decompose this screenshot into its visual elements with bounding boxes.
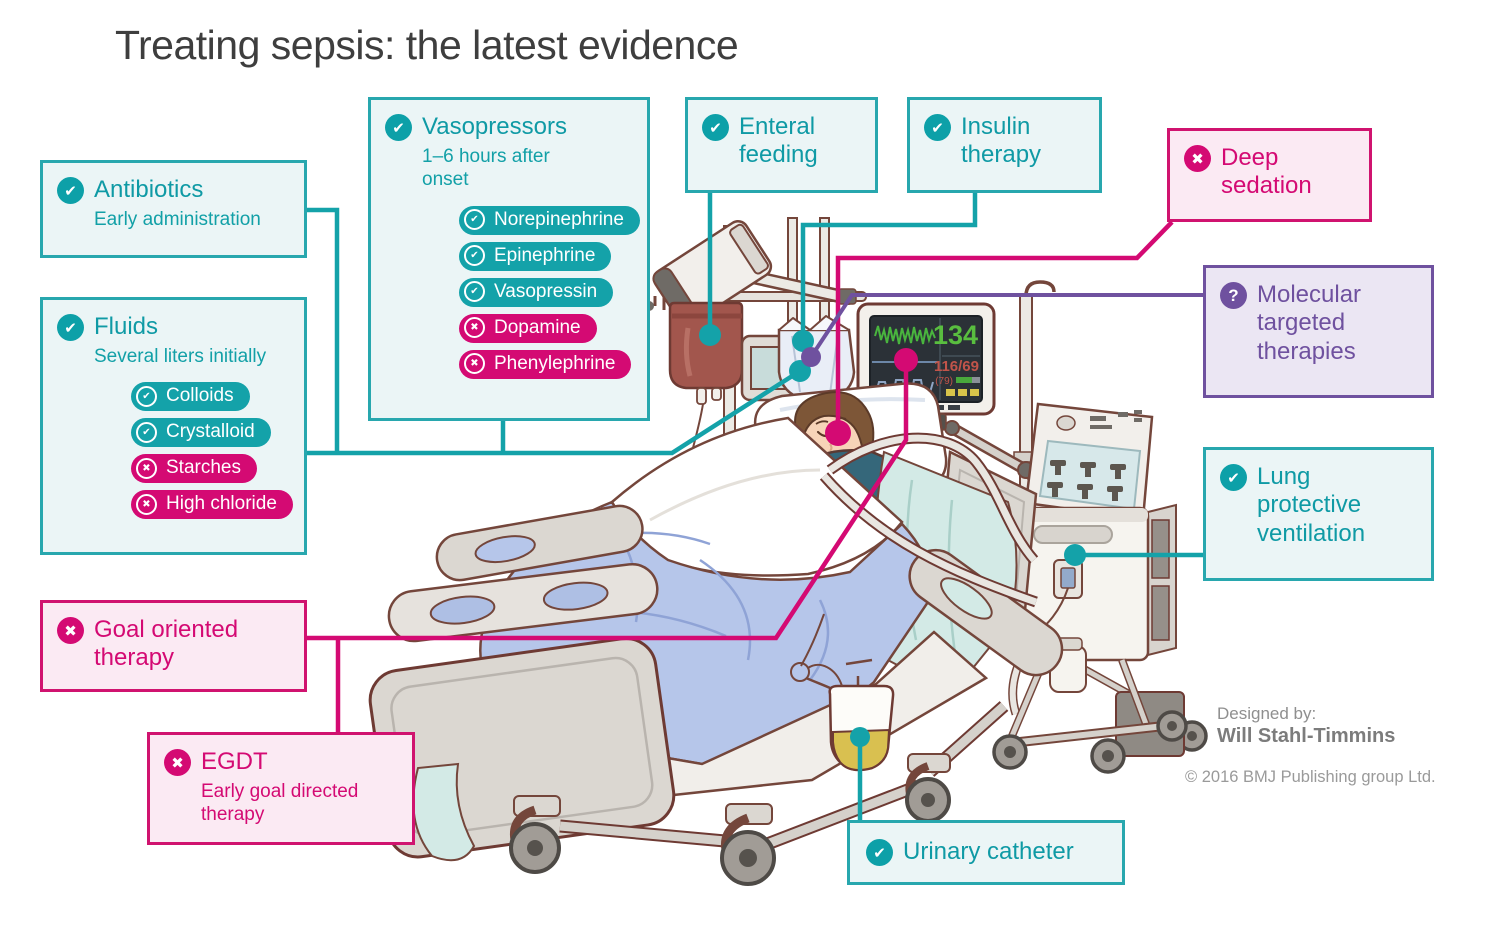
callout-deep-sedation: ✖ Deep sedation bbox=[1167, 128, 1372, 222]
connector-insulin bbox=[800, 193, 978, 341]
pill-vasopressin: ✔ Vasopressin bbox=[459, 277, 614, 307]
check-icon: ✔ bbox=[464, 209, 485, 231]
callout-label: Molecular targeted therapies bbox=[1257, 281, 1362, 365]
pill-label: Epinephrine bbox=[494, 244, 596, 266]
x-icon: ✖ bbox=[164, 749, 191, 776]
connector-fluids bbox=[307, 369, 802, 456]
dot-molecular bbox=[801, 347, 821, 367]
dot-urinary bbox=[850, 727, 870, 747]
pill-phenylephrine: ✖ Phenylephrine bbox=[459, 349, 632, 379]
connector-molecular bbox=[809, 293, 1203, 359]
fluids-pill-list: ✔ Colloids ✔ Crystalloid ✖ Starches ✖ Hi… bbox=[131, 382, 293, 520]
x-icon: ✖ bbox=[464, 317, 485, 339]
connector-antibiotics bbox=[307, 207, 340, 452]
callout-label: EGDT bbox=[201, 748, 268, 775]
check-icon: ✔ bbox=[136, 385, 157, 407]
map-value: (79) bbox=[935, 376, 953, 387]
pill-label: High chloride bbox=[166, 493, 277, 515]
pill-crystalloid: ✔ Crystalloid bbox=[131, 418, 271, 448]
callout-note: Early goal directed therapy bbox=[201, 781, 359, 826]
callout-egdt: ✖ EGDT Early goal directed therapy bbox=[147, 732, 415, 845]
question-icon: ? bbox=[1220, 282, 1247, 309]
callout-lung-protective-ventilation: ✔ Lung protective ventilation bbox=[1203, 447, 1434, 581]
ecg-trace bbox=[874, 325, 936, 345]
callout-molecular-targeted-therapies: ? Molecular targeted therapies bbox=[1203, 265, 1434, 398]
vasopressors-pill-list: ✔ Norepinephrine ✔ Epinephrine ✔ Vasopre… bbox=[459, 205, 640, 379]
pill-colloids: ✔ Colloids bbox=[131, 382, 250, 412]
dot-lung bbox=[1064, 544, 1086, 566]
x-icon: ✖ bbox=[136, 493, 157, 515]
bed-rail-far bbox=[435, 504, 644, 582]
ventilator-casters bbox=[992, 710, 1188, 774]
connector-dots bbox=[699, 324, 1086, 747]
designer-name: Will Stahl-Timmins bbox=[1217, 725, 1396, 747]
x-icon: ✖ bbox=[1184, 145, 1211, 172]
pill-norepinephrine: ✔ Norepinephrine bbox=[459, 205, 640, 235]
dot-fluids bbox=[789, 360, 811, 382]
heart-rate-value: 134 bbox=[933, 320, 978, 350]
callout-urinary-catheter: ✔ Urinary catheter bbox=[847, 820, 1125, 885]
enteral-feeding-bag bbox=[668, 301, 744, 465]
check-icon: ✔ bbox=[136, 421, 157, 443]
callout-note: 1–6 hours after onset bbox=[422, 146, 550, 191]
ventilator-knobs bbox=[1047, 460, 1126, 501]
check-icon: ✔ bbox=[1220, 464, 1247, 491]
pill-epinephrine: ✔ Epinephrine bbox=[459, 241, 612, 271]
check-icon: ✔ bbox=[924, 114, 951, 141]
callout-label: Goal oriented therapy bbox=[94, 616, 239, 672]
pill-high-chloride: ✖ High chloride bbox=[131, 490, 293, 520]
callout-enteral-feeding: ✔ Enteral feeding bbox=[685, 97, 878, 193]
check-icon: ✔ bbox=[464, 245, 485, 267]
callout-goal-oriented-therapy: ✖ Goal oriented therapy bbox=[40, 600, 307, 692]
bed-foot-rail bbox=[387, 562, 659, 643]
designed-by-label: Designed by: bbox=[1217, 704, 1317, 723]
pill-label: Vasopressin bbox=[494, 280, 598, 302]
bed-casters bbox=[509, 753, 951, 886]
callout-label: Antibiotics bbox=[94, 176, 204, 203]
pill-starches: ✖ Starches bbox=[131, 454, 257, 484]
check-icon: ✔ bbox=[385, 114, 412, 141]
pill-label: Starches bbox=[166, 457, 241, 479]
callout-insulin-therapy: ✔ Insulin therapy bbox=[907, 97, 1102, 193]
copyright-notice: © 2016 BMJ Publishing group Ltd. bbox=[1185, 768, 1436, 786]
blood-pressure-value: 116/69 bbox=[934, 358, 979, 375]
callout-label: Lung protective ventilation bbox=[1257, 463, 1366, 547]
callout-antibiotics: ✔ Antibiotics Early administration bbox=[40, 160, 307, 258]
dot-goal-oriented bbox=[894, 348, 918, 372]
callout-note: Early administration bbox=[94, 209, 261, 231]
x-icon: ✖ bbox=[464, 353, 485, 375]
check-icon: ✔ bbox=[866, 839, 893, 866]
callout-vasopressors: ✔ Vasopressors 1–6 hours after onset ✔ N… bbox=[368, 97, 650, 421]
connector-goal-oriented bbox=[307, 362, 909, 641]
callout-label: Urinary catheter bbox=[903, 838, 1074, 866]
ventilator-hoses bbox=[819, 432, 1039, 608]
callout-label: Deep sedation bbox=[1221, 144, 1312, 200]
pill-label: Crystalloid bbox=[166, 421, 255, 443]
pill-label: Norepinephrine bbox=[494, 208, 624, 230]
callout-label: Fluids bbox=[94, 313, 159, 340]
pill-label: Colloids bbox=[166, 385, 234, 407]
callout-fluids: ✔ Fluids Several liters initially ✔ Coll… bbox=[40, 297, 307, 555]
dot-insulin bbox=[792, 330, 814, 352]
dot-enteral bbox=[699, 324, 721, 346]
pill-dopamine: ✖ Dopamine bbox=[459, 313, 597, 343]
callout-label: Insulin therapy bbox=[961, 113, 1042, 169]
check-icon: ✔ bbox=[57, 314, 84, 341]
check-icon: ✔ bbox=[57, 177, 84, 204]
dot-deep-sedation bbox=[825, 420, 851, 446]
check-icon: ✔ bbox=[702, 114, 729, 141]
pill-label: Phenylephrine bbox=[494, 352, 616, 374]
callout-label: Vasopressors bbox=[422, 113, 567, 140]
pill-label: Dopamine bbox=[494, 316, 581, 338]
connector-deep-sedation bbox=[835, 220, 1174, 433]
page-title: Treating sepsis: the latest evidence bbox=[115, 22, 739, 68]
callout-label: Enteral feeding bbox=[739, 113, 818, 169]
x-icon: ✖ bbox=[57, 617, 84, 644]
connector-lines bbox=[307, 193, 1203, 820]
x-icon: ✖ bbox=[136, 457, 157, 479]
check-icon: ✔ bbox=[464, 281, 485, 303]
callout-note: Several liters initially bbox=[94, 346, 267, 368]
